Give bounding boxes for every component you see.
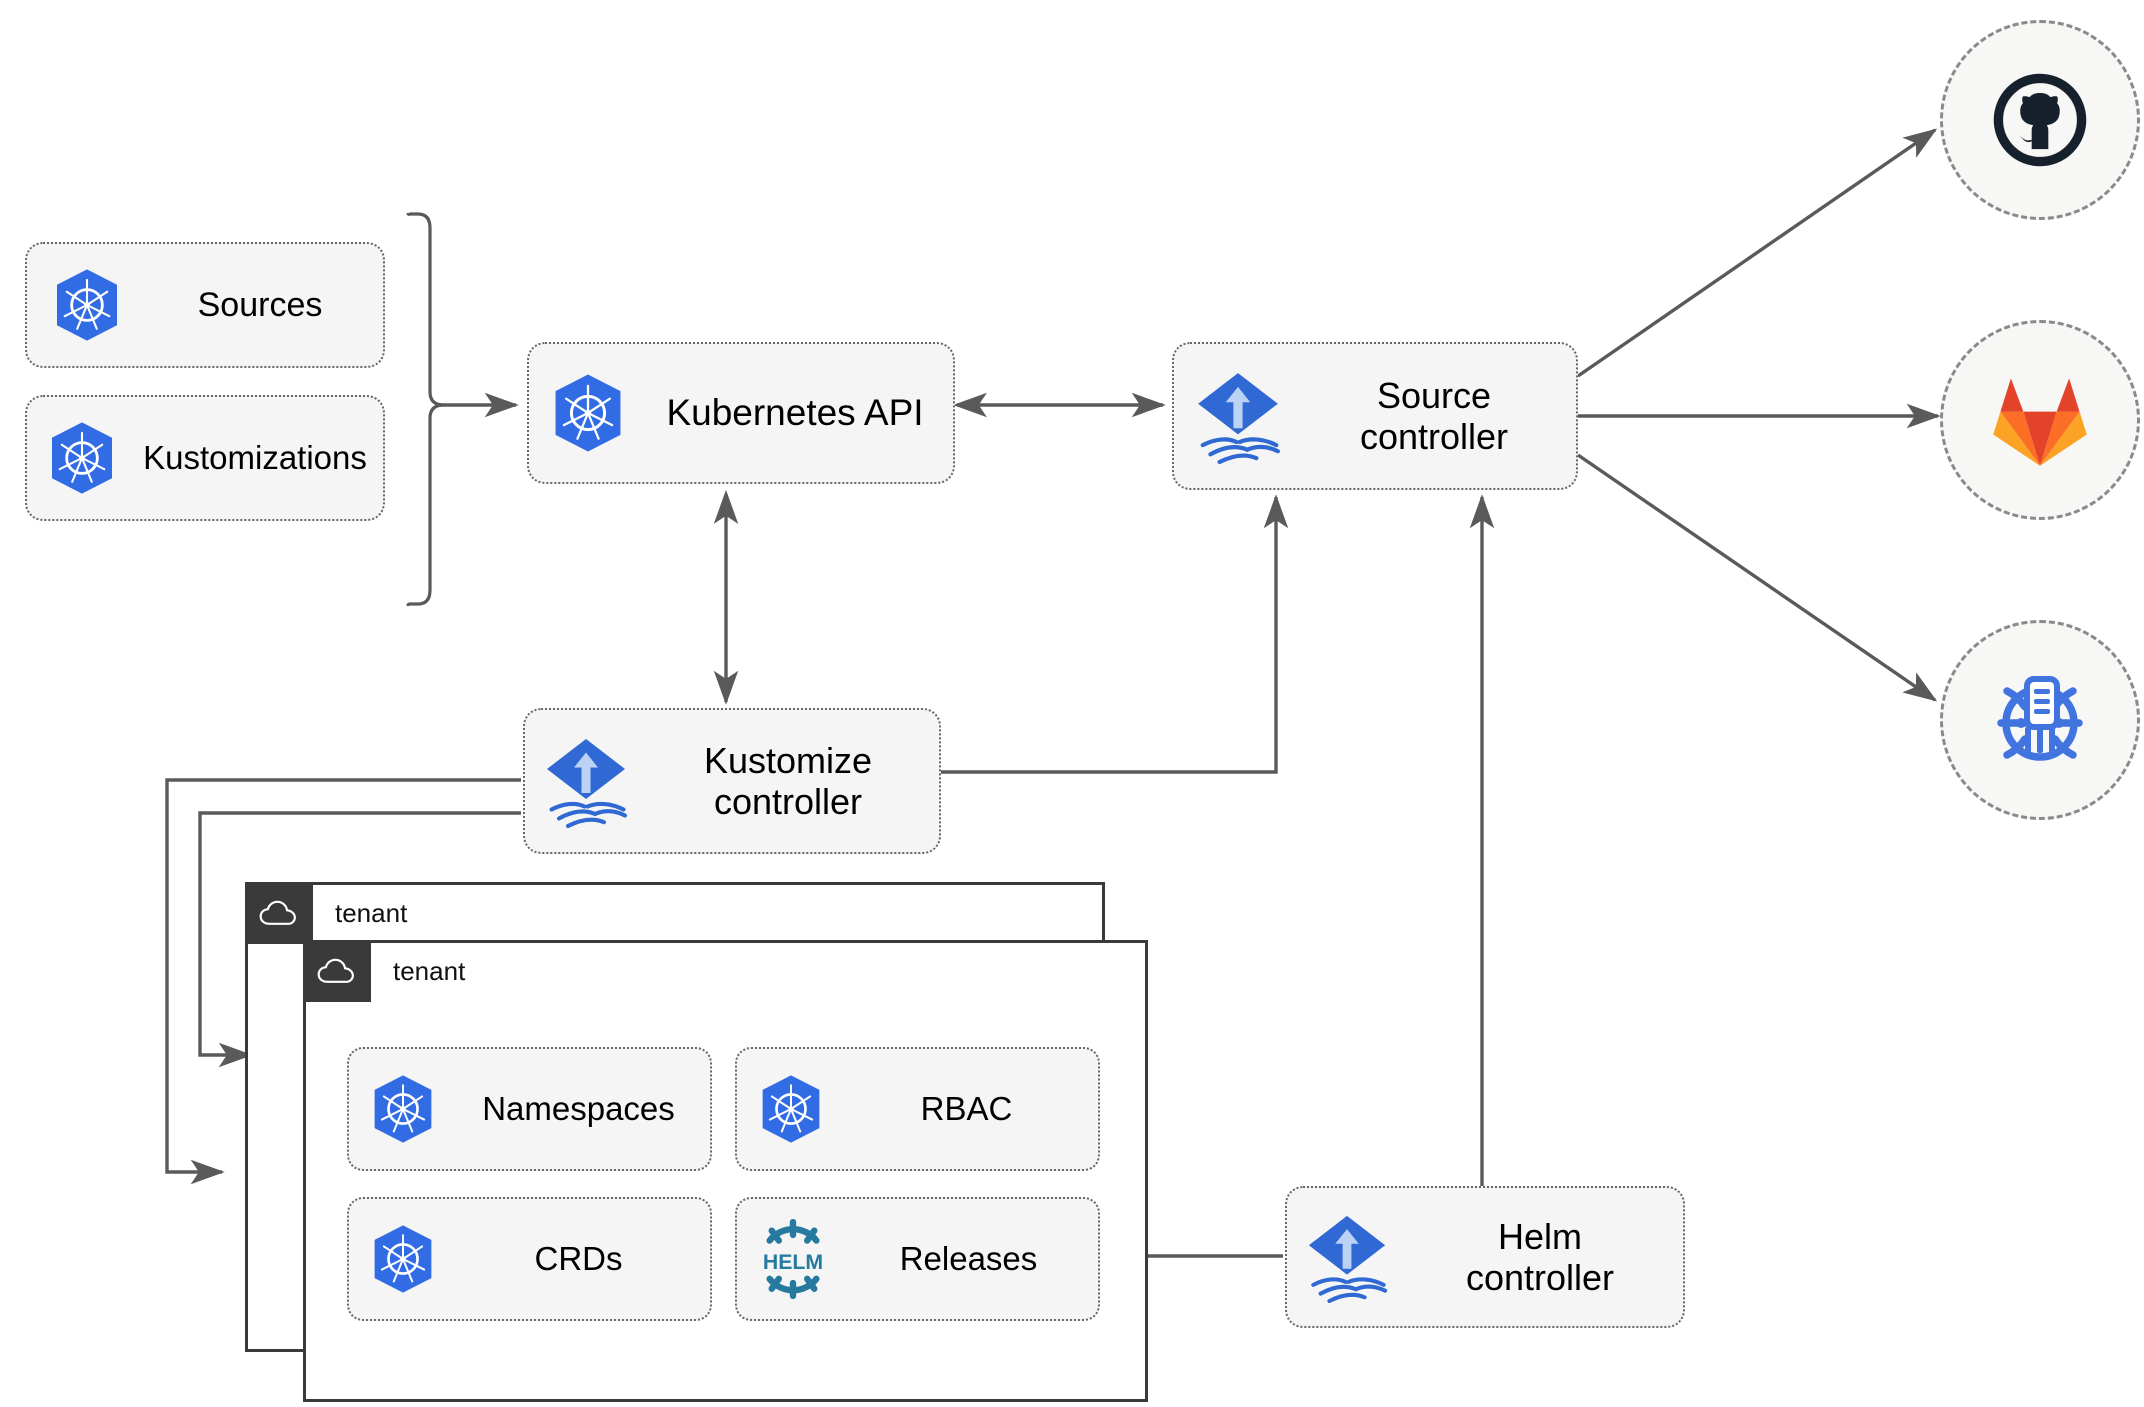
node-source-controller[interactable]: Source controller bbox=[1172, 342, 1578, 490]
github-icon bbox=[1993, 73, 2087, 167]
node-label: Helm controller bbox=[1465, 1215, 1615, 1298]
provider-github[interactable] bbox=[1940, 20, 2140, 220]
cloud-icon bbox=[303, 940, 371, 1002]
flux-icon bbox=[1287, 1211, 1407, 1303]
node-rbac[interactable]: RBAC bbox=[735, 1047, 1100, 1171]
gitlab-icon bbox=[1993, 378, 2087, 466]
cloud-icon bbox=[245, 882, 313, 944]
provider-helm-repository[interactable] bbox=[1940, 620, 2140, 820]
node-label: Kubernetes API bbox=[666, 391, 924, 433]
node-kustomize-controller[interactable]: Kustomize controller bbox=[523, 708, 941, 854]
node-namespaces[interactable]: Namespaces bbox=[347, 1047, 712, 1171]
node-label: CRDs bbox=[534, 1240, 623, 1278]
node-sources[interactable]: Sources bbox=[25, 242, 385, 368]
node-releases[interactable]: HELM Releases bbox=[735, 1197, 1100, 1321]
provider-gitlab[interactable] bbox=[1940, 320, 2140, 520]
kubernetes-icon bbox=[27, 421, 137, 495]
flux-icon bbox=[1174, 368, 1302, 464]
svg-text:HELM: HELM bbox=[763, 1250, 823, 1274]
tenant-label: tenant bbox=[335, 897, 408, 928]
node-label: Namespaces bbox=[482, 1090, 675, 1128]
flux-icon bbox=[525, 734, 647, 828]
helm-icon: HELM bbox=[737, 1219, 849, 1299]
kubernetes-icon bbox=[737, 1074, 845, 1144]
kubernetes-icon bbox=[349, 1074, 457, 1144]
node-label: Releases bbox=[899, 1240, 1038, 1278]
node-crds[interactable]: CRDs bbox=[347, 1197, 712, 1321]
kubernetes-icon bbox=[529, 373, 647, 453]
tenant-tab: tenant bbox=[245, 882, 407, 944]
node-label: RBAC bbox=[920, 1090, 1013, 1128]
tenant-label: tenant bbox=[393, 955, 466, 986]
kubernetes-icon bbox=[27, 268, 147, 342]
node-label: Kustomizations bbox=[143, 439, 367, 477]
tenant-container-front[interactable]: tenant bbox=[303, 940, 1148, 1402]
node-label: Source controller bbox=[1359, 374, 1509, 457]
tenant-tab: tenant bbox=[303, 940, 465, 1002]
node-label: Kustomize controller bbox=[703, 739, 873, 822]
node-helm-controller[interactable]: Helm controller bbox=[1285, 1186, 1685, 1328]
node-label: Sources bbox=[197, 285, 323, 324]
node-kustomizations[interactable]: Kustomizations bbox=[25, 395, 385, 521]
helm-repository-icon bbox=[1997, 676, 2083, 761]
kubernetes-icon bbox=[349, 1224, 457, 1294]
node-kubernetes-api[interactable]: Kubernetes API bbox=[527, 342, 955, 484]
